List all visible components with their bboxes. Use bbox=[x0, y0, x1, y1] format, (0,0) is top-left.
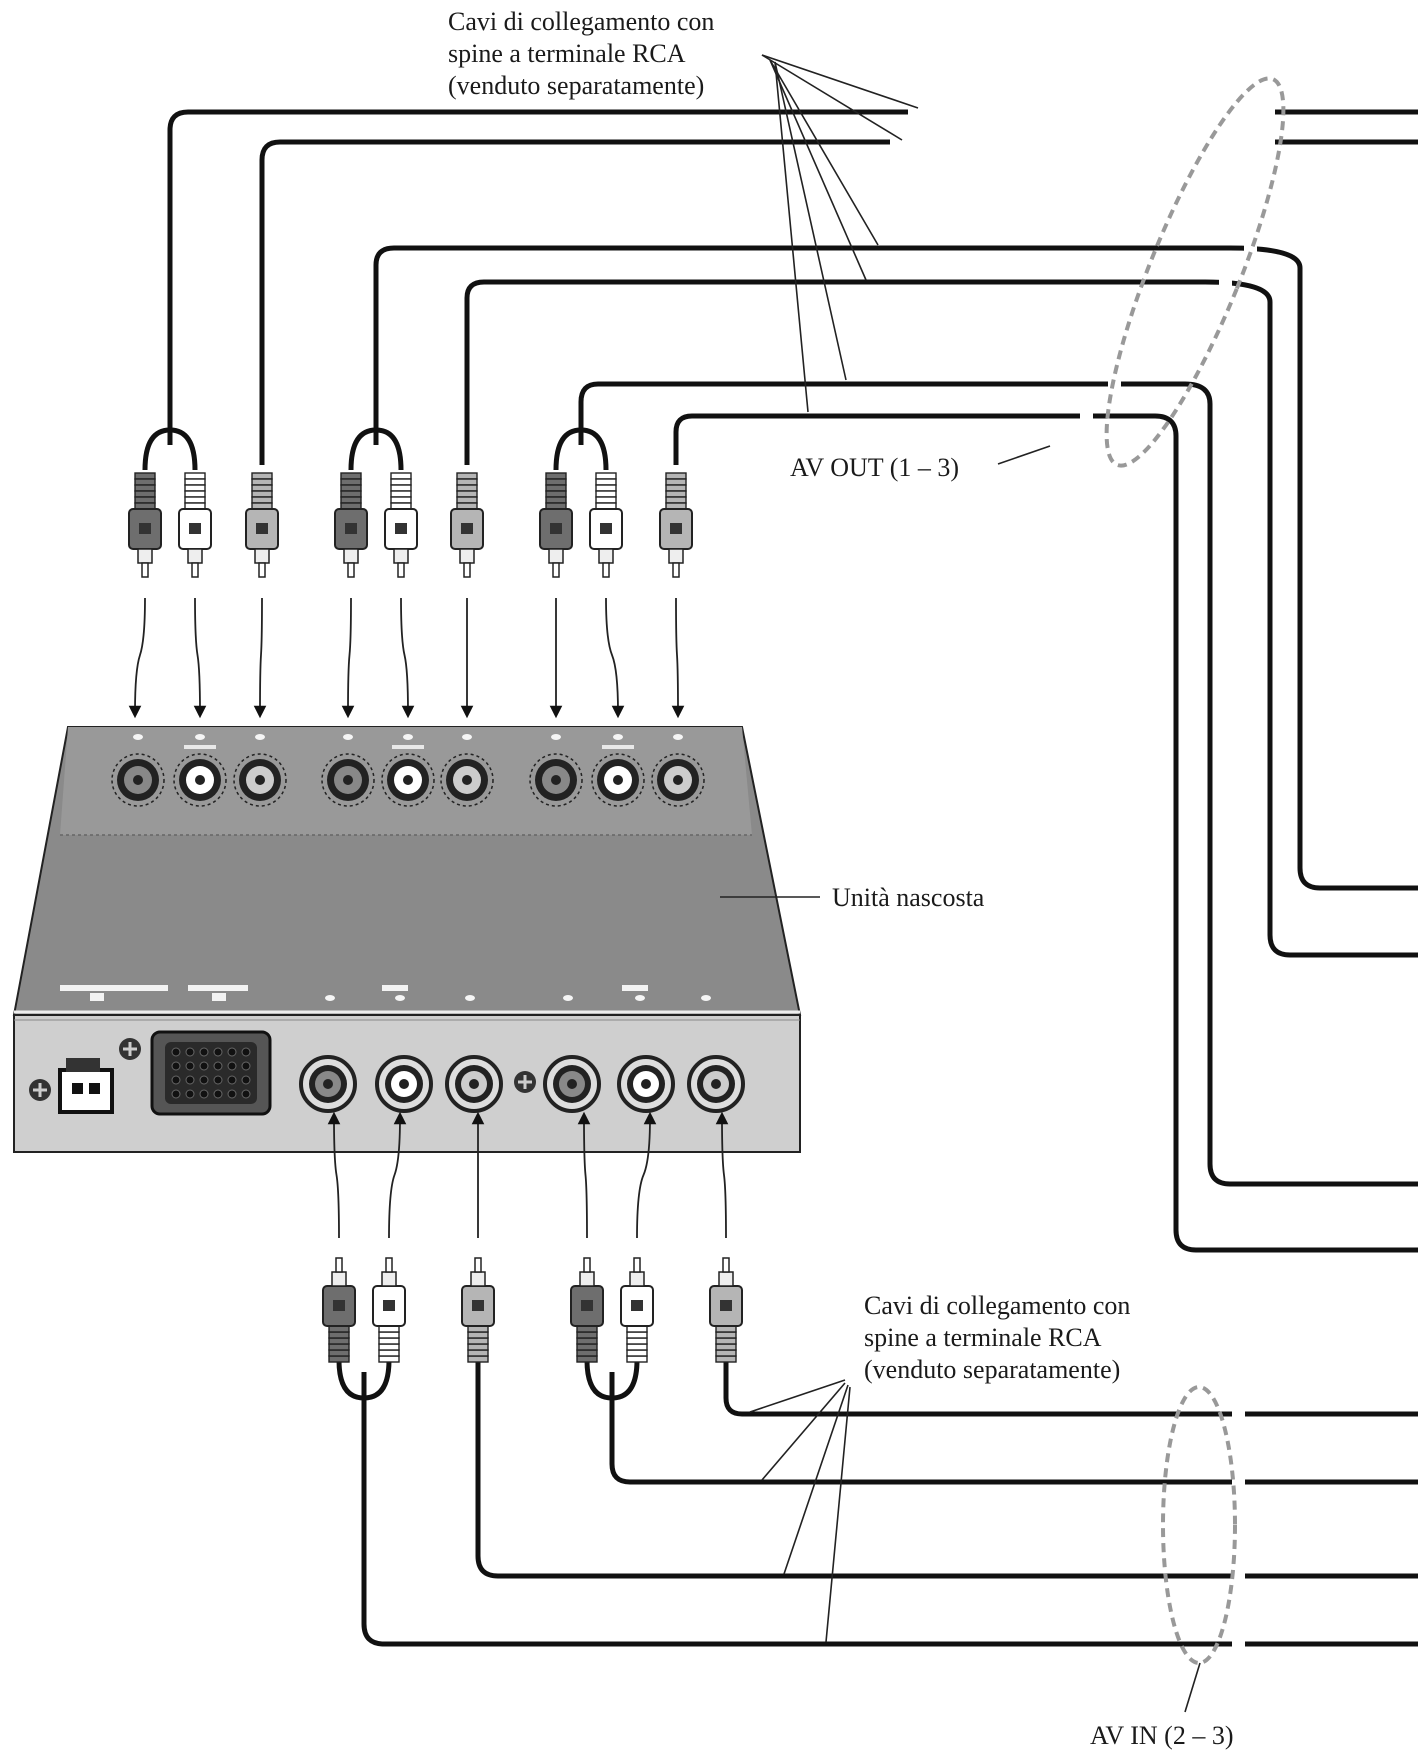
av-in-cable-1 bbox=[723, 1360, 1418, 1417]
av-in-cables bbox=[336, 1359, 1418, 1649]
y-split-2 bbox=[348, 427, 404, 471]
rca-jack-icon bbox=[651, 753, 705, 807]
av-in-label: AV IN (2 – 3) bbox=[1090, 1721, 1233, 1750]
connect-arrow bbox=[577, 1111, 591, 1239]
bottom-label-leaders bbox=[749, 1379, 851, 1643]
av-out-leader bbox=[997, 445, 1051, 465]
top-jacks bbox=[111, 753, 705, 807]
bottom-cables-label: Cavi di collegamento con spine a termina… bbox=[864, 1291, 1137, 1384]
connect-arrow bbox=[253, 597, 267, 719]
top-markings bbox=[133, 734, 683, 749]
rca-jack-icon bbox=[321, 753, 375, 807]
top-cables-label: Cavi di collegamento con spine a termina… bbox=[448, 7, 721, 100]
av-out-cable-3 bbox=[373, 245, 1418, 891]
connect-arrow bbox=[636, 1111, 657, 1239]
connect-arrow bbox=[327, 1111, 341, 1239]
front-dots bbox=[325, 995, 711, 1001]
rca-jack-icon bbox=[529, 753, 583, 807]
rca-plug-icon bbox=[322, 1257, 356, 1363]
av-out-cable-4 bbox=[464, 279, 1418, 958]
rca-plug-icon bbox=[589, 472, 623, 578]
rca-plug-icon bbox=[334, 472, 368, 578]
rca-plug-icon bbox=[245, 472, 279, 578]
rca-jack-icon bbox=[543, 1055, 601, 1113]
rca-plug-icon bbox=[384, 472, 418, 578]
screw-icon bbox=[514, 1071, 536, 1093]
av-out-group-ellipse bbox=[1104, 76, 1286, 468]
front-jacks bbox=[299, 1055, 745, 1113]
rca-jack-icon bbox=[299, 1055, 357, 1113]
av-in-cable-4 bbox=[361, 1372, 1418, 1647]
rca-plug-icon bbox=[620, 1257, 654, 1363]
rca-jack-icon bbox=[173, 753, 227, 807]
rca-jack-icon bbox=[440, 753, 494, 807]
multi-pin-connector-icon bbox=[150, 1030, 272, 1116]
connect-arrow bbox=[193, 597, 207, 719]
screw-icon bbox=[29, 1079, 51, 1101]
screw-icon bbox=[119, 1038, 141, 1060]
rca-plug-icon bbox=[372, 1257, 406, 1363]
rca-plug-icon bbox=[709, 1257, 743, 1363]
power-connector-icon bbox=[58, 1058, 114, 1114]
connect-arrow bbox=[715, 1111, 729, 1239]
top-plugs bbox=[128, 472, 693, 578]
rca-plug-icon bbox=[178, 472, 212, 578]
hidden-unit bbox=[12, 726, 802, 1153]
av-in-leader bbox=[1184, 1662, 1201, 1713]
rca-plug-icon bbox=[539, 472, 573, 578]
rca-jack-icon bbox=[375, 1055, 433, 1113]
av-out-cable-5 bbox=[578, 381, 1418, 1187]
connect-arrow bbox=[605, 597, 625, 719]
rca-jack-icon bbox=[445, 1055, 503, 1113]
av-in-cable-3 bbox=[475, 1360, 1418, 1579]
rca-jack-icon bbox=[591, 753, 645, 807]
av-out-cables bbox=[142, 109, 1418, 1253]
av-out-label: AV OUT (1 – 3) bbox=[790, 453, 959, 482]
bottom-plugs bbox=[322, 1257, 743, 1363]
av-in-group-ellipse bbox=[1161, 1385, 1237, 1665]
connect-arrow bbox=[400, 597, 415, 719]
y-split-1 bbox=[142, 427, 198, 471]
y-split-3 bbox=[553, 427, 609, 471]
rca-jack-icon bbox=[111, 753, 165, 807]
y-split-5 bbox=[584, 1359, 640, 1401]
av-out-cable-1 bbox=[167, 109, 908, 445]
y-split-4 bbox=[336, 1359, 392, 1401]
bottom-arrows bbox=[327, 1111, 729, 1239]
top-arrows bbox=[128, 597, 685, 719]
connect-arrow bbox=[128, 597, 146, 719]
unit-label: Unità nascosta bbox=[832, 883, 985, 912]
connect-arrow bbox=[341, 597, 355, 719]
av-out-cable-2 bbox=[259, 139, 890, 465]
rca-jack-icon bbox=[381, 753, 435, 807]
rca-jack-icon bbox=[233, 753, 287, 807]
rca-plug-icon bbox=[450, 472, 484, 578]
connect-arrow bbox=[671, 597, 685, 719]
rca-plug-icon bbox=[659, 472, 693, 578]
top-label-leaders bbox=[761, 54, 919, 413]
front-markings bbox=[60, 985, 648, 1001]
rca-jack-icon bbox=[617, 1055, 675, 1113]
rca-jack-icon bbox=[687, 1055, 745, 1113]
av-in-cable-2 bbox=[609, 1372, 1418, 1485]
rca-plug-icon bbox=[461, 1257, 495, 1363]
connect-arrow bbox=[388, 1111, 407, 1239]
av-out-cable-6 bbox=[673, 413, 1418, 1253]
rca-plug-icon bbox=[128, 472, 162, 578]
rca-plug-icon bbox=[570, 1257, 604, 1363]
